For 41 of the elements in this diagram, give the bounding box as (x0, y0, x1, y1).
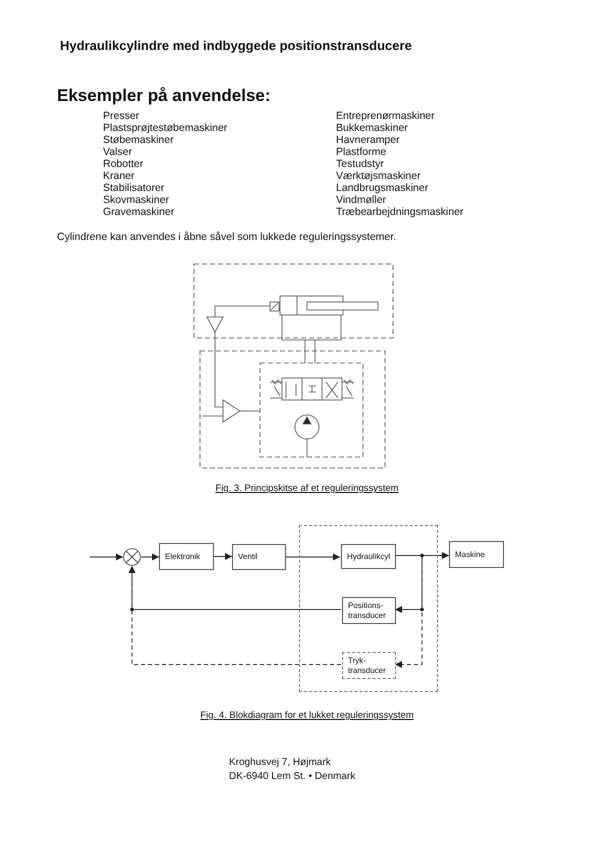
list-item: Støbemaskiner (103, 134, 174, 146)
block-box: Positions- transducer (342, 597, 396, 624)
arrow (90, 554, 124, 560)
list-item: Vindmøller (336, 194, 386, 206)
arrow (128, 566, 342, 665)
dashed-boundary-box (299, 525, 438, 692)
page-title: Hydraulikcylindre med indbyggede positionstransducere (60, 38, 412, 53)
arrow (394, 555, 422, 668)
list-item: Kraner (103, 170, 135, 182)
list-item: Skovmaskiner (103, 194, 169, 206)
list-item: Gravemaskiner (103, 206, 174, 218)
list-item: Værktøjsmaskiner (336, 170, 421, 182)
summing-junction (123, 548, 141, 566)
figure-caption: Fig. 3. Principskitse af et reguleringssystem (215, 483, 399, 494)
figure-caption: Fig. 4. Blokdiagram for et lukket reguleringssystem (200, 710, 414, 721)
block-box: Ventil (232, 544, 286, 570)
list-item: Bukkemaskiner (336, 122, 408, 134)
list-item: Valser (103, 146, 132, 158)
list-item: Plastsprøjtestøbemaskiner (103, 122, 228, 134)
list-item: Plastforme (336, 146, 386, 158)
list-item: Havneramper (336, 134, 400, 146)
list-item: Presser (103, 110, 140, 122)
address-line: Kroghusvej 7, Højmark (229, 757, 331, 768)
address-line: DK-6940 Lem St. • Denmark (229, 771, 356, 782)
dashed-block-box: Tryk- transducer (342, 652, 396, 679)
list-item: Træbearbejdningsmaskiner (336, 206, 464, 218)
block-box: Maskine (449, 541, 504, 568)
list-item: Entreprenørmaskiner (336, 110, 435, 122)
list-item: Robotter (103, 158, 144, 170)
paragraph: Cylindrene kan anvendes i åbne såvel som lukkede reguleringssystemer. (57, 231, 396, 243)
list-item: Landbrugsmaskiner (336, 182, 428, 194)
block-box: Hydraulikcyl (341, 544, 396, 569)
arrow (286, 554, 340, 560)
list-item: Testudstyr (336, 158, 384, 170)
arrow (214, 553, 232, 560)
block-box: Elektronik (159, 543, 214, 570)
section-heading: Eksempler på anvendelse: (57, 86, 271, 106)
arrow (128, 566, 342, 610)
arrow (140, 554, 160, 560)
list-item: Stabilisatorer (103, 182, 164, 194)
arrow (394, 555, 422, 613)
